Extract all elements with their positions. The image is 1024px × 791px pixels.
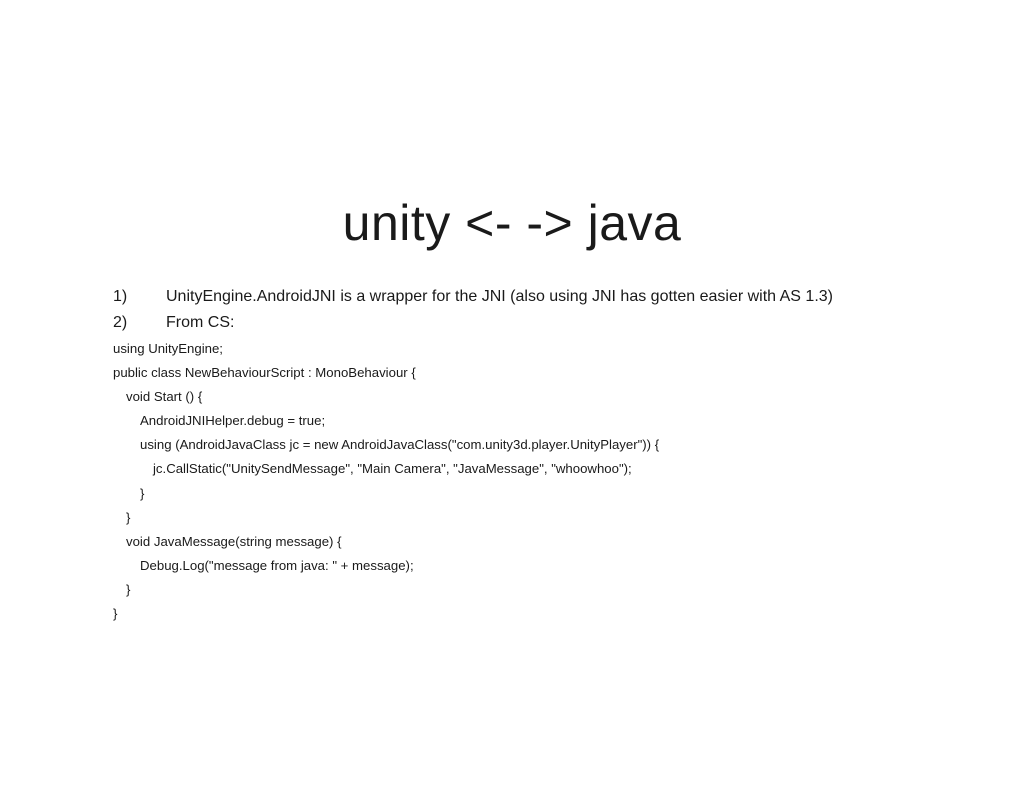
code-line: public class NewBehaviourScript : MonoBe…	[113, 365, 416, 381]
slide-title: unity <- -> java	[342, 195, 682, 251]
point-number: 1)	[113, 288, 128, 305]
point-number: 2)	[113, 314, 128, 331]
point-text: From CS:	[166, 314, 235, 331]
code-line: }	[126, 509, 131, 525]
code-line: void Start () {	[126, 389, 203, 405]
point-text: UnityEngine.AndroidJNI is a wrapper for …	[166, 288, 833, 305]
code-line: }	[126, 581, 131, 597]
code-line: }	[140, 485, 145, 501]
code-snippet: using UnityEngine; public class NewBehav…	[113, 337, 659, 626]
code-line: Debug.Log("message from java: " + messag…	[140, 557, 414, 573]
point-item: 1) UnityEngine.AndroidJNI is a wrapper fo…	[113, 284, 833, 310]
code-line: void JavaMessage(string message) {	[126, 533, 342, 549]
code-line: jc.CallStatic("UnitySendMessage", "Main …	[153, 461, 632, 477]
code-line: }	[113, 606, 118, 622]
numbered-points: 1) UnityEngine.AndroidJNI is a wrapper fo…	[113, 284, 833, 336]
point-item: 2) From CS:	[113, 310, 833, 336]
code-line: using UnityEngine;	[113, 341, 223, 356]
code-line: AndroidJNIHelper.debug = true;	[140, 413, 326, 429]
code-line: using (AndroidJavaClass jc = new Android…	[140, 437, 660, 453]
